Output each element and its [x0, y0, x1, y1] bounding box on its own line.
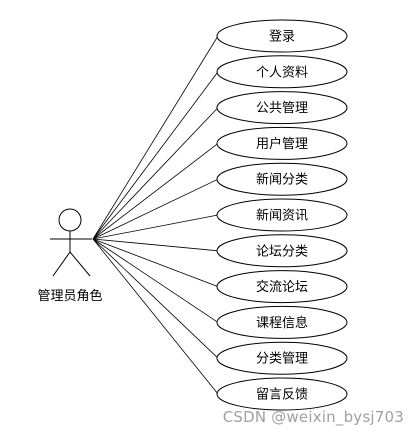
- use-case-label: 新闻分类: [256, 172, 308, 188]
- use-case-label: 课程信息: [256, 315, 308, 331]
- association-line: [92, 178, 219, 240]
- use-case: 留言反馈: [216, 377, 348, 411]
- use-case-label: 论坛分类: [256, 244, 308, 259]
- association-line: [92, 238, 219, 323]
- association-line: [92, 238, 219, 359]
- use-case-label: 公共管理: [256, 101, 308, 116]
- association-line: [92, 35, 219, 240]
- actor-left-leg: [52, 251, 71, 277]
- use-case: 新闻分类: [216, 162, 348, 196]
- use-case-ellipse: [216, 377, 348, 411]
- use-case: 分类管理: [216, 341, 348, 375]
- use-case-ellipse: [216, 162, 348, 196]
- actor-right-leg: [69, 251, 91, 277]
- use-case-ellipse: [216, 126, 348, 160]
- use-case-ellipse: [216, 55, 348, 89]
- use-case: 交流论坛: [216, 270, 348, 304]
- use-case-ellipse: [216, 341, 348, 375]
- use-case: 个人资料: [216, 55, 348, 89]
- use-case-ellipse: [216, 305, 348, 339]
- use-case-ellipse: [216, 234, 348, 268]
- watermark: CSDN @weixin_bysj703: [222, 408, 404, 426]
- association-line: [92, 214, 219, 240]
- use-case-label: 用户管理: [256, 136, 308, 152]
- use-case: 论坛分类: [216, 234, 348, 268]
- use-case-label: 新闻资讯: [256, 208, 308, 224]
- association-line: [92, 143, 219, 240]
- association-line: [92, 238, 219, 287]
- use-case-ellipse: [216, 270, 348, 304]
- use-case: 课程信息: [216, 305, 348, 339]
- use-case-label: 留言反馈: [256, 388, 308, 403]
- actor-label: 管理员角色: [37, 288, 102, 304]
- use-case: 用户管理: [216, 126, 348, 160]
- association-lines: [92, 35, 219, 395]
- use-case-label: 登录: [269, 30, 295, 45]
- use-case: 公共管理: [216, 91, 348, 125]
- actor-head: [58, 208, 82, 232]
- use-case-ellipse: [216, 19, 348, 53]
- use-case-ellipse: [216, 91, 348, 125]
- association-line: [92, 238, 219, 395]
- association-line: [92, 71, 219, 240]
- use-case: 新闻资讯: [216, 198, 348, 232]
- association-line: [92, 238, 219, 252]
- actor-figure: 管理员角色: [37, 208, 103, 304]
- use-case: 登录: [216, 19, 348, 53]
- use-case-label: 个人资料: [256, 65, 308, 80]
- use-case-ellipse: [216, 198, 348, 232]
- use-case-label: 交流论坛: [256, 279, 308, 295]
- use-case-label: 分类管理: [256, 352, 308, 367]
- association-line: [92, 107, 219, 240]
- use-case-list: 登录个人资料公共管理用户管理新闻分类新闻资讯论坛分类交流论坛课程信息分类管理留言…: [216, 19, 348, 411]
